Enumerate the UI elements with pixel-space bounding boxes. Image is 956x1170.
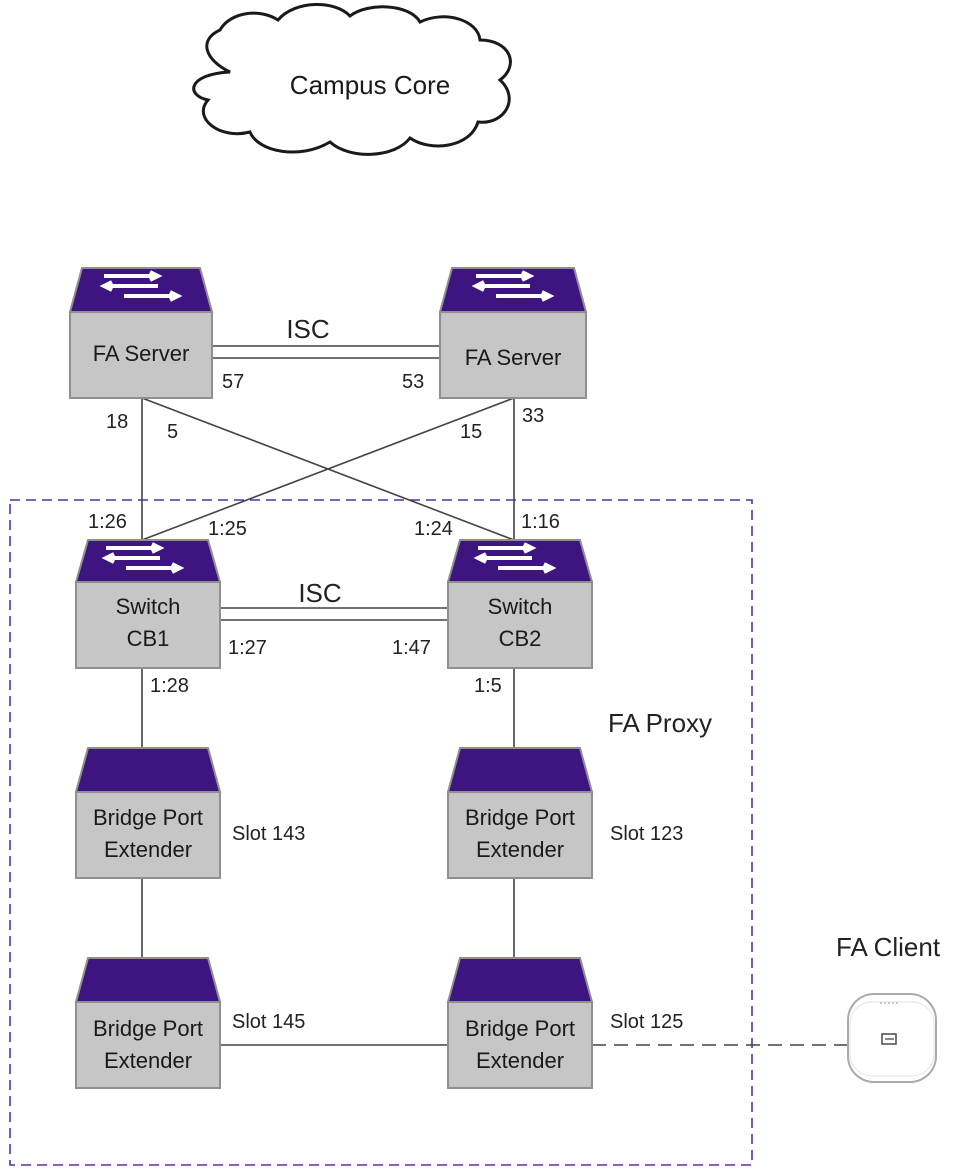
extender-slot-123: [446, 747, 594, 879]
slot-label: Slot 123: [610, 823, 683, 845]
port-label: 1:25: [208, 518, 247, 540]
fa-proxy-label: FA Proxy: [608, 708, 712, 738]
port-label: 1:5: [474, 675, 502, 697]
fa-proxy-boundary: [9, 499, 753, 1166]
slot-label: Slot 143: [232, 823, 305, 845]
port-label: 1:16: [521, 511, 560, 533]
port-label: 15: [460, 421, 482, 443]
extender-143-label-line2: Extender: [104, 837, 192, 862]
port-label: 53: [402, 371, 424, 393]
port-label: 1:28: [150, 675, 189, 697]
slot-label: Slot 125: [610, 1011, 683, 1033]
extender-slot-143: [74, 747, 222, 879]
switch-cb2-label-line1: Switch: [488, 594, 553, 619]
port-label: 1:26: [88, 511, 127, 533]
port-label: 1:47: [392, 637, 431, 659]
extender-123-label-line2: Extender: [476, 837, 564, 862]
port-label: 33: [522, 405, 544, 427]
slot-label: Slot 145: [232, 1011, 305, 1033]
cloud-label: Campus Core: [290, 70, 450, 100]
fa-server-right-label: FA Server: [465, 345, 562, 370]
extender-143-label-line1: Bridge Port: [93, 805, 203, 830]
switch-cb2-label-line2: CB2: [499, 626, 542, 651]
isc-label-servers: ISC: [286, 314, 329, 344]
cloud-icon: [192, 3, 512, 156]
switch-cb1: [74, 539, 222, 669]
fa-server-left: [68, 267, 214, 399]
fa-server-right: [438, 267, 588, 399]
server2-cb1-link: [141, 397, 515, 541]
links: [141, 345, 848, 1046]
fa-client-label: FA Client: [836, 932, 941, 962]
access-point-icon: [847, 993, 937, 1083]
extender-145-label-line2: Extender: [104, 1048, 192, 1073]
extender-145-label-line1: Bridge Port: [93, 1016, 203, 1041]
port-label: 5: [167, 421, 178, 443]
port-label: 18: [106, 411, 128, 433]
port-label: 1:27: [228, 637, 267, 659]
switch-cb2: [446, 539, 594, 669]
extender-125-label-line2: Extender: [476, 1048, 564, 1073]
extender-slot-145: [74, 957, 222, 1089]
port-label: 1:24: [414, 518, 453, 540]
extender-123-label-line1: Bridge Port: [465, 805, 575, 830]
switch-cb1-label-line1: Switch: [116, 594, 181, 619]
switch-cb1-label-line2: CB1: [127, 626, 170, 651]
extender-slot-125: [446, 957, 594, 1089]
fa-server-left-label: FA Server: [93, 341, 190, 366]
port-label: 57: [222, 371, 244, 393]
isc-label-switches: ISC: [298, 578, 341, 608]
extender-125-label-line1: Bridge Port: [465, 1016, 575, 1041]
